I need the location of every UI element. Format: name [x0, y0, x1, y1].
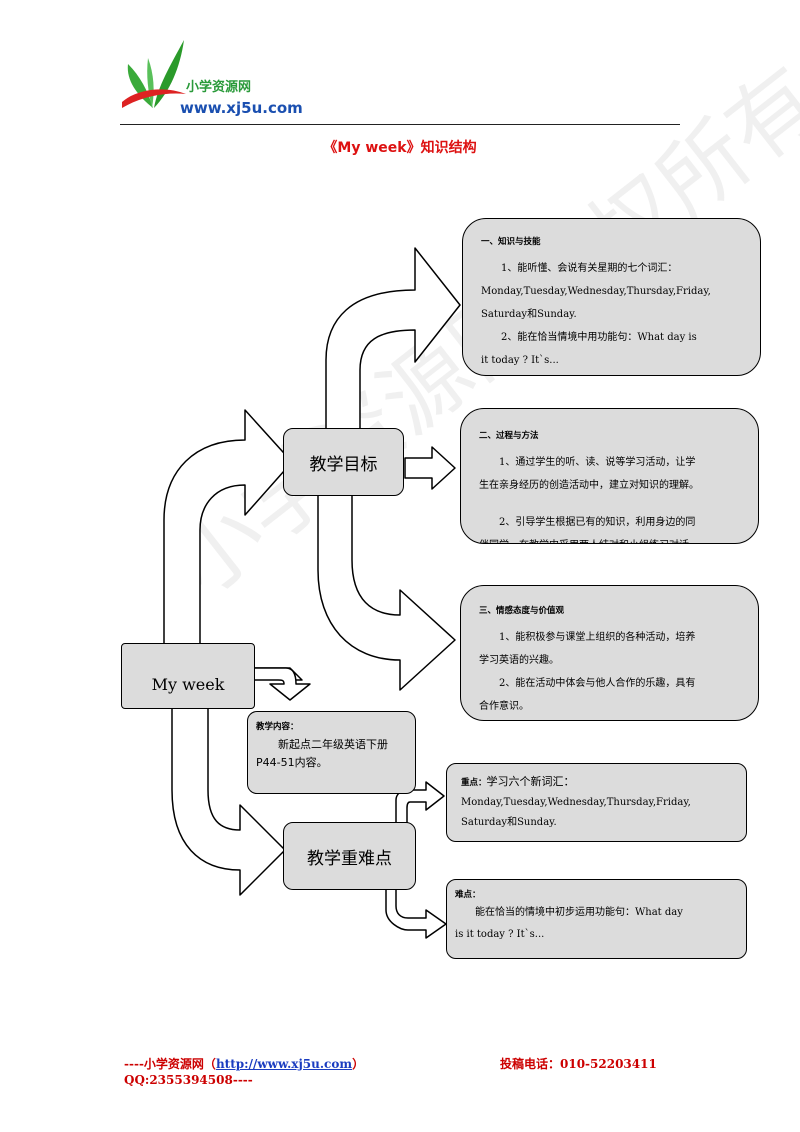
arrow-to-knowledge	[325, 247, 461, 431]
footer-qq: QQ:2355394508----	[124, 1073, 253, 1087]
teaching-content-heading: 教学内容：	[256, 722, 299, 732]
process-method-box: 二、过程与方法 1、通过学生的听、读、说等学习活动，让学 生在亲身经历的创造活动…	[460, 408, 759, 544]
keypoints-node: 教学重难点	[283, 822, 416, 890]
arrow-to-goals	[163, 409, 293, 646]
goals-node: 教学目标	[283, 428, 404, 496]
key-point-box: 重点：学习六个新词汇： Monday,Tuesday,Wednesday,Thu…	[446, 763, 747, 842]
key-point-heading-rest: 学习六个新词汇：	[486, 775, 575, 788]
header-divider	[120, 124, 680, 125]
emotion-line: 合作意识。	[479, 701, 529, 712]
arrow-to-emotion	[317, 494, 456, 691]
knowledge-line: 1、能听懂、会说有关星期的七个词汇：	[501, 263, 678, 274]
footer-phone: 投稿电话：010-52203411	[500, 1057, 657, 1071]
knowledge-line: Monday,Tuesday,Wednesday,Thursday,Friday…	[481, 286, 711, 297]
arrow-to-difficulty	[385, 885, 447, 939]
footer-site-link[interactable]: http://www.xj5u.com	[215, 1057, 353, 1071]
goals-node-label: 教学目标	[309, 454, 378, 475]
key-point-line: Monday,Tuesday,Wednesday,Thursday,Friday…	[461, 797, 691, 808]
knowledge-skills-heading: 一、知识与技能	[481, 237, 541, 247]
footer-site-prefix: ----小学资源网（	[124, 1057, 216, 1071]
key-point-heading: 重点：	[461, 778, 487, 788]
difficulty-box: 难点： 能在恰当的情境中初步运用功能句：What day is it today…	[446, 879, 747, 959]
difficulty-line: is it today ? It`s...	[455, 929, 545, 940]
knowledge-line: 2、能在恰当情境中用功能句：What day is	[501, 332, 697, 343]
logo-leaf-icon	[122, 40, 186, 108]
logo-url: www.xj5u.com	[180, 99, 303, 117]
process-line: 伴同学，在教学中采用两人结对和小组练习对话	[479, 534, 744, 543]
document-title: 《My week》知识结构	[323, 140, 477, 156]
center-node-my-week: My week	[121, 643, 255, 709]
emotion-line: 学习英语的兴趣。	[479, 655, 559, 666]
arrow-to-process	[404, 446, 456, 490]
emotion-values-box: 三、情感态度与价值观 1、能积极参与课堂上组织的各种活动，培养 学习英语的兴趣。…	[460, 585, 759, 721]
footer-site-suffix: ）	[352, 1057, 365, 1071]
center-node-label: My week	[151, 674, 225, 694]
key-point-line: Saturday和Sunday.	[461, 817, 557, 828]
knowledge-skills-box: 一、知识与技能 1、能听懂、会说有关星期的七个词汇： Monday,Tuesda…	[462, 218, 761, 376]
knowledge-line: Saturday和Sunday.	[481, 309, 577, 320]
emotion-values-heading: 三、情感态度与价值观	[479, 606, 565, 616]
difficulty-line: 能在恰当的情境中初步运用功能句：What day	[475, 907, 683, 918]
knowledge-line: it today ? It`s...	[481, 355, 559, 366]
footer-site: ----小学资源网（http://www.xj5u.com）	[124, 1055, 364, 1072]
process-line: 1、通过学生的听、读、说等学习活动，让学	[499, 457, 696, 468]
keypoints-node-label: 教学重难点	[307, 848, 392, 869]
process-method-heading: 二、过程与方法	[479, 431, 539, 441]
emotion-line: 2、能在活动中体会与他人合作的乐趣，具有	[499, 678, 696, 689]
content-line: 新起点二年级英语下册	[278, 738, 388, 751]
content-line: P44-51内容。	[256, 756, 328, 769]
key-point-heading-line: 重点：学习六个新词汇：	[461, 772, 736, 793]
arrow-to-keypoints	[171, 707, 286, 896]
teaching-content-box: 教学内容： 新起点二年级英语下册 P44-51内容。	[247, 711, 416, 794]
emotion-line: 1、能积极参与课堂上组织的各种活动，培养	[499, 632, 696, 643]
logo-text: 小学资源网	[186, 80, 252, 95]
difficulty-heading: 难点：	[455, 890, 481, 900]
process-line: 生在亲身经历的创造活动中，建立对知识的理解。	[479, 480, 699, 491]
process-line: 2、引导学生根据已有的知识，利用身边的同	[499, 517, 696, 528]
